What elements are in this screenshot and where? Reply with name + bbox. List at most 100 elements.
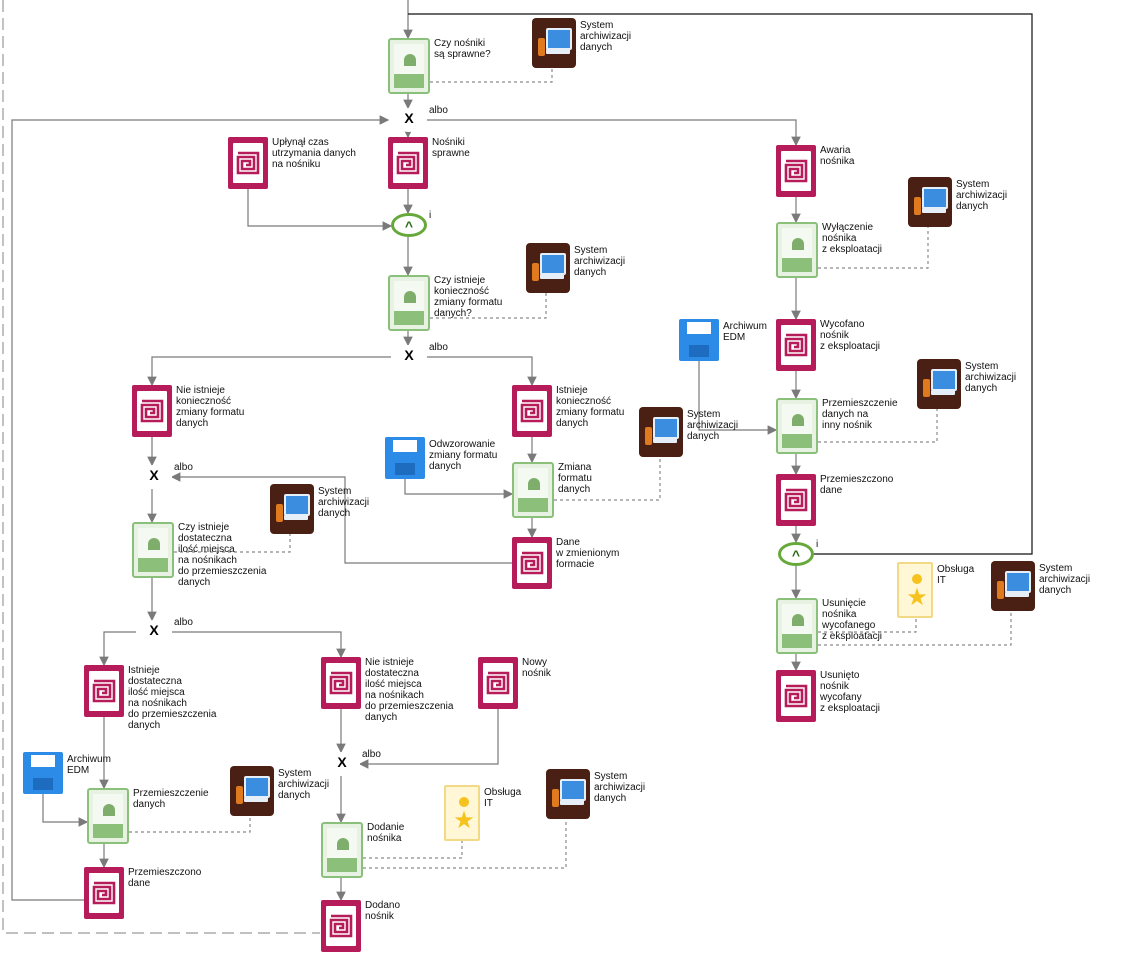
function-f3-label: Zmiana formatu danych <box>558 462 592 495</box>
gateway-g6[interactable]: X <box>324 752 360 776</box>
document-d2-label: Odwzorowanie zmiany formatu danych <box>429 439 498 472</box>
event-e6-label: Istnieje dostateczna ilość miejsca na no… <box>128 665 217 731</box>
system-s9-label: System archiwizacji danych <box>1039 563 1091 596</box>
system-s6-label: System archiwizacji danych <box>594 771 646 804</box>
function-f8[interactable] <box>776 398 818 454</box>
computer-icon <box>1005 571 1031 593</box>
function-f9-label: Usunięcie nośnika wycofanego z eksploata… <box>822 598 883 642</box>
event-e13[interactable] <box>776 474 816 526</box>
function-f9[interactable] <box>776 598 818 654</box>
connector <box>554 457 661 501</box>
floppy-document-icon <box>393 440 417 452</box>
computer-icon <box>540 253 566 275</box>
function-f6[interactable] <box>321 822 363 878</box>
document-d1[interactable] <box>679 319 719 361</box>
event-e2[interactable] <box>388 137 428 189</box>
document-d2[interactable] <box>385 437 425 479</box>
computer-icon <box>931 369 957 391</box>
system-s4-label: System archiwizacji danych <box>318 486 370 519</box>
event-e10[interactable] <box>321 900 361 952</box>
function-f7[interactable] <box>776 222 818 278</box>
event-e8[interactable] <box>478 657 518 709</box>
function-f5[interactable] <box>87 788 129 844</box>
system-s8[interactable] <box>917 359 961 409</box>
connector <box>818 611 1012 646</box>
system-s8-label: System archiwizacji danych <box>965 361 1017 394</box>
connector <box>11 115 390 901</box>
computer-icon <box>922 187 948 209</box>
person-star-icon: ★ <box>453 807 475 834</box>
connector <box>358 709 499 769</box>
connector <box>818 618 917 633</box>
event-e6[interactable] <box>84 665 124 717</box>
event-e8-label: Nowy nośnik <box>522 657 551 679</box>
connector <box>818 227 929 269</box>
floppy-document-icon <box>687 322 711 334</box>
function-f3[interactable] <box>512 462 554 518</box>
system-s9[interactable] <box>991 561 1035 611</box>
connector <box>430 293 547 319</box>
document-d1-label: Archiwum EDM <box>723 321 767 343</box>
document-d3-label: Archiwum EDM <box>67 754 111 776</box>
gateway-g3[interactable]: X <box>391 345 427 369</box>
system-s4[interactable] <box>270 484 314 534</box>
event-e11[interactable] <box>776 145 816 197</box>
system-s6[interactable] <box>546 769 590 819</box>
event-e14-label: Usunięto nośnik wycofany z eksploatacji <box>820 670 881 714</box>
computer-icon <box>284 494 310 516</box>
event-e5[interactable] <box>512 537 552 589</box>
event-e3[interactable] <box>132 385 172 437</box>
function-f2-label: Czy istnieje konieczność zmiany formatu … <box>434 275 503 319</box>
system-s5[interactable] <box>230 766 274 816</box>
connector <box>404 479 514 499</box>
event-e7[interactable] <box>321 657 361 709</box>
event-e10-label: Dodano nośnik <box>365 900 401 922</box>
connector <box>170 472 512 564</box>
function-f4[interactable] <box>132 522 174 578</box>
system-s7[interactable] <box>908 177 952 227</box>
floppy-document-icon <box>31 755 55 767</box>
connector <box>425 356 537 387</box>
gateway-g2-label: i <box>429 210 432 221</box>
function-f1-label: Czy nośniki są sprawne? <box>434 38 491 60</box>
system-s2[interactable] <box>526 243 570 293</box>
connector <box>818 409 938 443</box>
connector <box>147 356 391 387</box>
event-e2-label: Nośniki sprawne <box>432 137 470 159</box>
connector <box>42 794 89 827</box>
role-r2[interactable]: ★ <box>897 562 933 618</box>
gateway-g6-label: albo <box>362 749 381 760</box>
gateway-g5[interactable]: X <box>136 620 172 644</box>
computer-icon <box>546 28 572 50</box>
system-s3-label: System archiwizacji danych <box>687 409 739 442</box>
gateway-g4[interactable]: X <box>136 465 172 489</box>
computer-icon <box>244 776 270 798</box>
event-e4[interactable] <box>512 385 552 437</box>
event-e3-label: Nie istnieje konieczność zmiany formatu … <box>176 385 245 429</box>
gateway-g3-label: albo <box>429 342 448 353</box>
event-e5-label: Dane w zmienionym formacie <box>556 537 620 570</box>
gateway-g2[interactable]: ^ <box>391 213 427 237</box>
event-e12-label: Wycofano nośnik z eksploatacji <box>820 319 881 352</box>
function-f1[interactable] <box>388 38 430 94</box>
role-r1-label: Obsługa IT <box>484 787 522 809</box>
function-f2[interactable] <box>388 275 430 331</box>
connector <box>174 534 291 553</box>
person-star-icon: ★ <box>906 584 928 611</box>
event-e14[interactable] <box>776 670 816 722</box>
connector <box>129 816 251 833</box>
event-e12[interactable] <box>776 319 816 371</box>
event-e9-label: Przemieszczono dane <box>128 867 202 889</box>
event-e9[interactable] <box>84 867 124 919</box>
event-e1-label: Upłynął czas utrzymania danych na nośnik… <box>272 137 356 170</box>
system-s1-label: System archiwizacji danych <box>580 20 632 53</box>
gateway-g7[interactable]: ^ <box>778 542 814 566</box>
document-d3[interactable] <box>23 752 63 794</box>
system-s1[interactable] <box>532 18 576 68</box>
gateway-g1[interactable]: X <box>391 108 427 132</box>
event-e1[interactable] <box>228 137 268 189</box>
system-s3[interactable] <box>639 407 683 457</box>
connector <box>247 189 393 231</box>
role-r1[interactable]: ★ <box>444 785 480 841</box>
